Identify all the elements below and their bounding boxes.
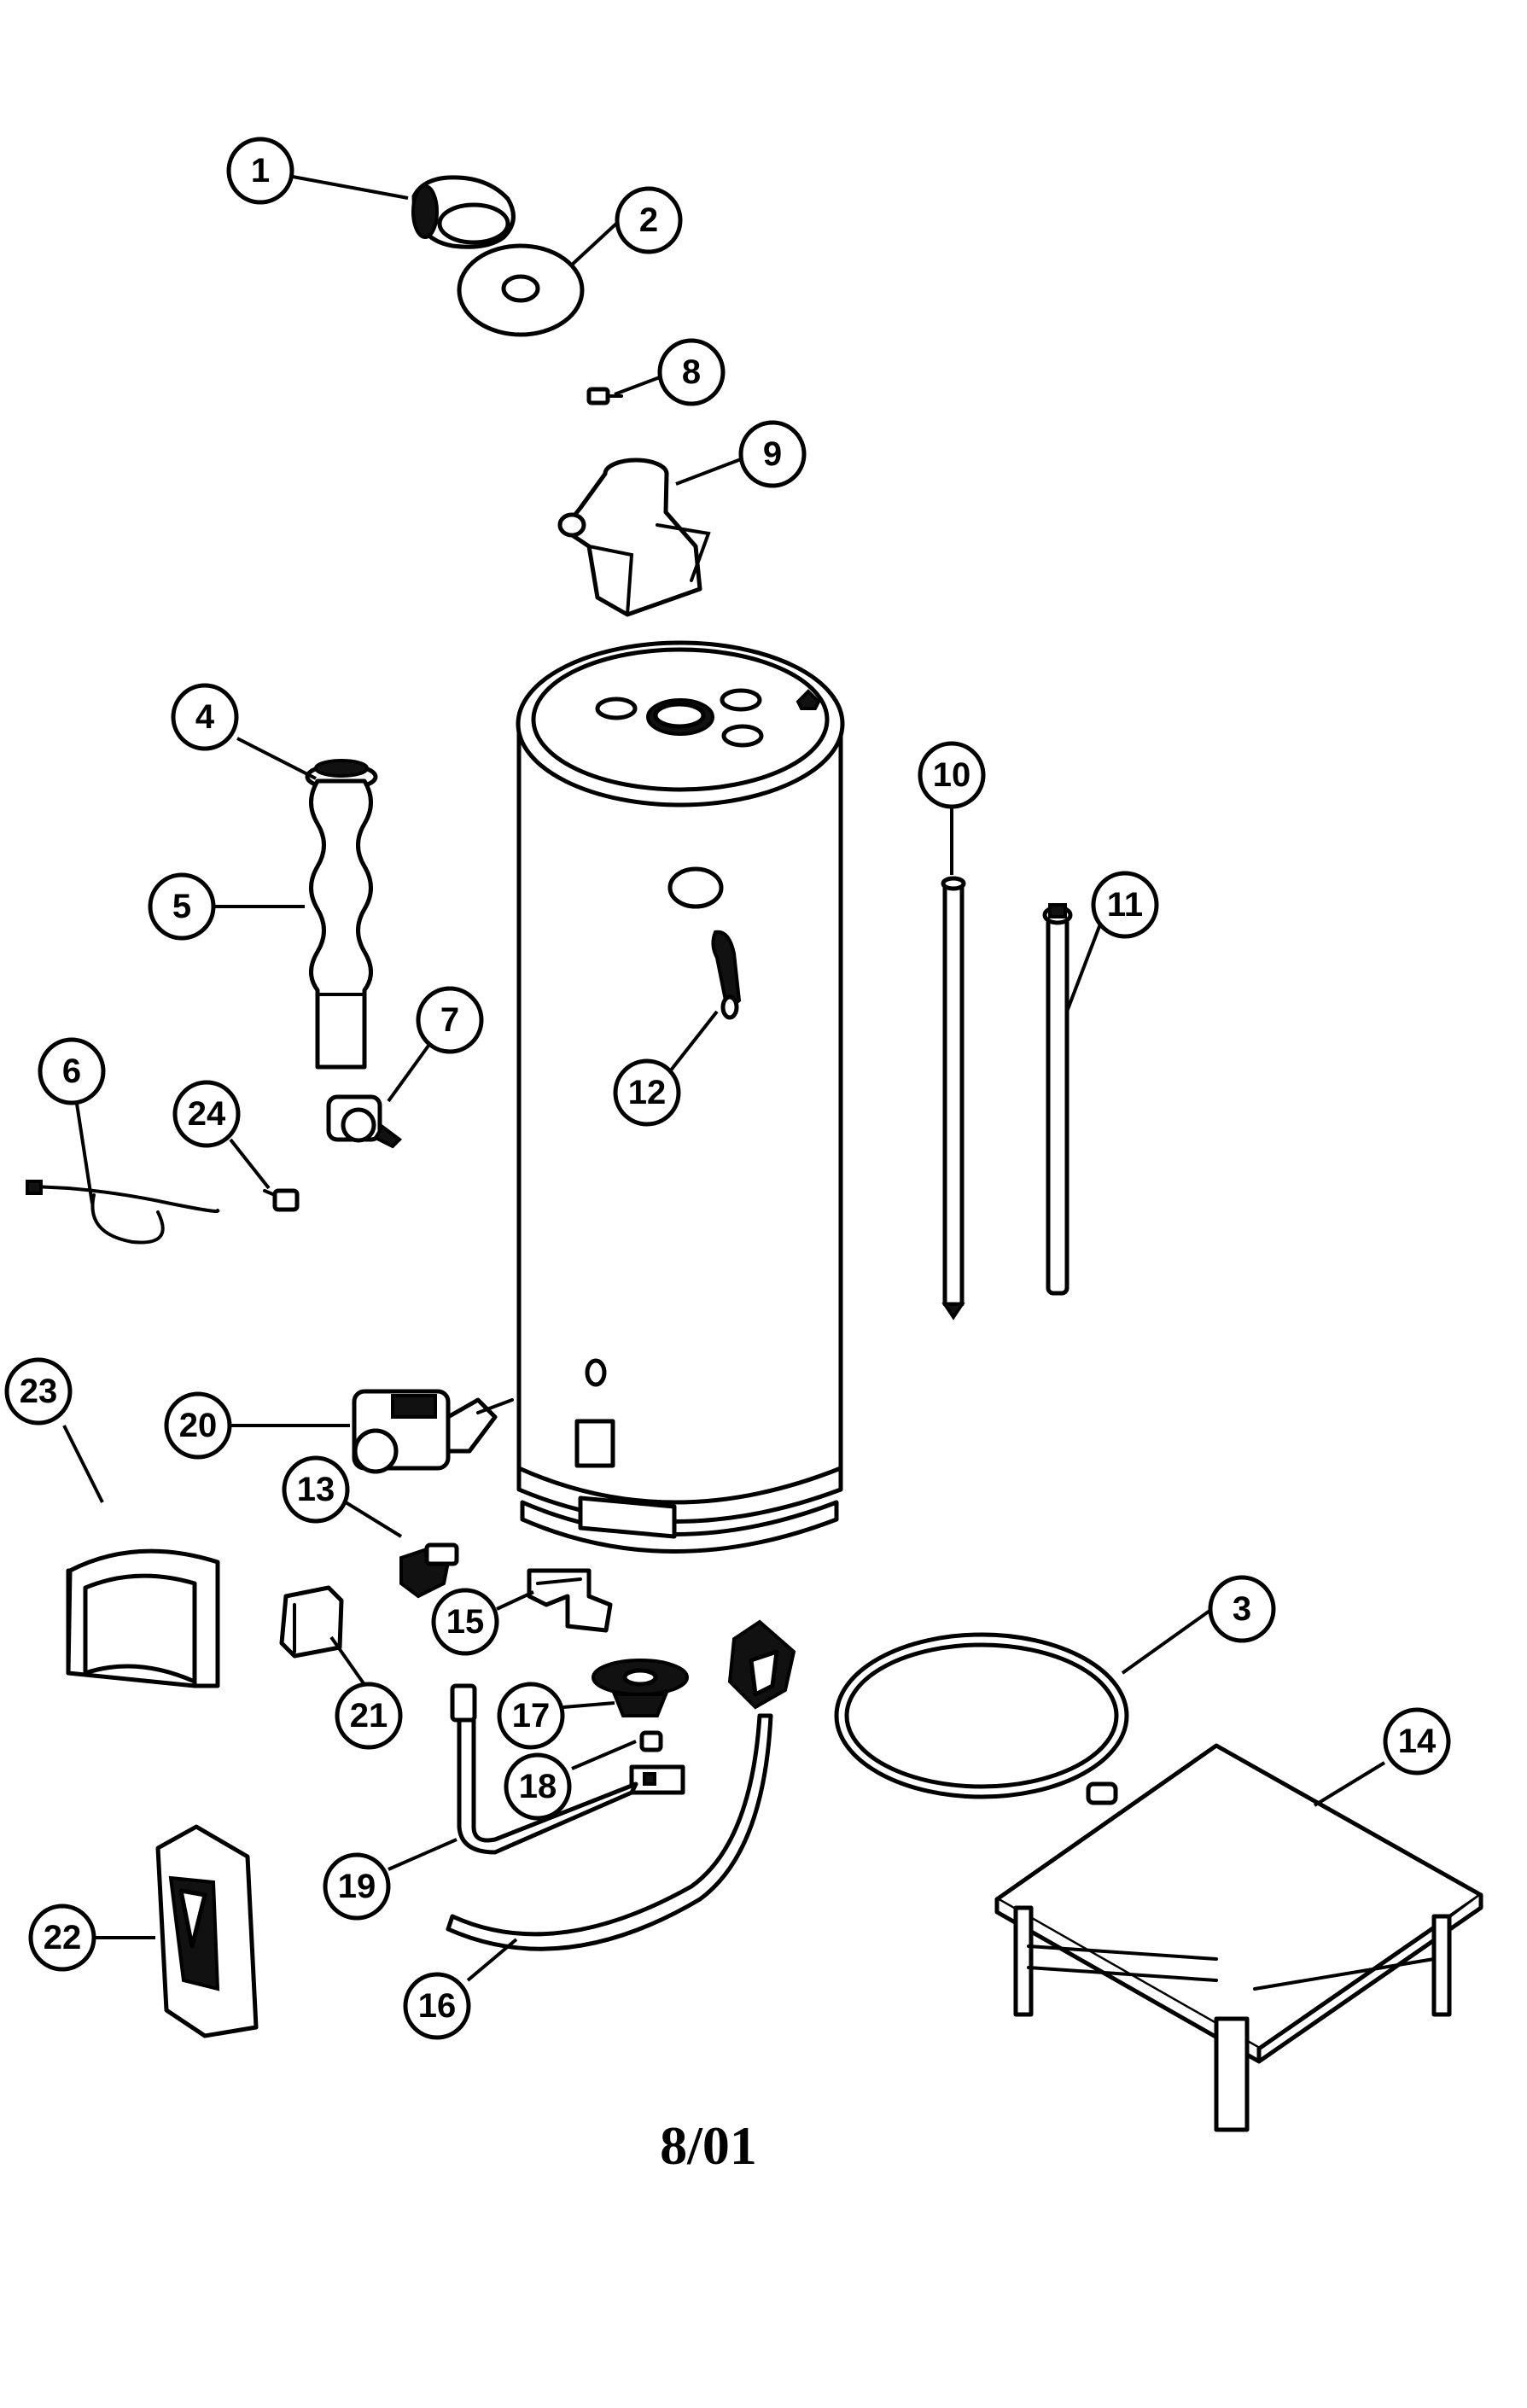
callout-label: 22 [44,1919,82,1956]
callout-9: 9 [738,420,807,488]
callout-label: 6 [62,1052,81,1090]
callout-18: 18 [504,1752,572,1821]
part-19-manifold-tube [450,1683,638,1855]
callout-6: 6 [38,1037,106,1105]
leader-lines [62,175,1386,1982]
part-16-pilot-tube [446,1619,796,1951]
callout-label: 4 [195,698,215,736]
callout-label: 23 [20,1373,58,1410]
callout-3: 3 [1208,1575,1276,1643]
callout-22: 22 [28,1904,96,1972]
callout-label: 5 [172,888,191,925]
callout-11: 11 [1091,871,1159,939]
water-heater-tank [516,640,845,1554]
part-9-flue-assembly [557,458,711,617]
part-14-stand [994,1743,1483,2132]
part-10-anode-rod [941,876,966,1321]
part-5-flex-connector [309,778,373,1070]
callout-21: 21 [335,1682,403,1750]
callout-label: 21 [350,1697,388,1735]
callout-20: 20 [164,1391,232,1460]
revision-date: 8/01 [660,2115,757,2176]
callout-label: 3 [1233,1590,1251,1628]
callout-1: 1 [226,137,294,205]
callout-label: 7 [440,1001,459,1039]
callout-label: 8 [682,353,701,391]
part-11-dip-tube [1042,903,1073,1296]
part-6-wire [26,1180,220,1245]
callout-17: 17 [497,1682,565,1750]
callout-label: 2 [639,201,658,239]
callout-16: 16 [403,1972,471,2040]
part-3-band [834,1632,1129,1805]
part-23-access-door [66,1548,220,1688]
callout-label: 19 [338,1868,376,1905]
callout-23: 23 [4,1357,73,1426]
callout-label: 15 [446,1603,485,1641]
callout-label: 24 [188,1095,226,1133]
callout-24: 24 [172,1080,241,1148]
callout-15: 15 [431,1588,499,1656]
callout-label: 18 [519,1768,557,1805]
part-21-bracket [279,1585,344,1659]
callout-label: 13 [297,1471,335,1508]
part-12-drain-valve [711,930,742,1020]
callout-19: 19 [323,1852,391,1921]
callout-label: 17 [512,1697,551,1735]
callout-8: 8 [657,338,726,406]
part-8-screw [586,387,623,405]
part-20-gas-valve [352,1389,514,1474]
callout-2: 2 [615,186,683,254]
callout-4: 4 [171,683,239,751]
part-17-burner [592,1659,689,1717]
part-15-bracket [527,1568,613,1633]
part-7-thermostat [326,1094,403,1149]
callout-12: 12 [613,1058,681,1127]
callout-13: 13 [282,1455,350,1524]
part-2-draft-hood [457,243,585,337]
part-22-outer-door [155,1824,259,2038]
callout-label: 14 [1398,1723,1437,1760]
callout-label: 1 [251,152,270,189]
callout-label: 16 [418,1987,457,2025]
part-13-fitting [399,1542,459,1599]
callout-5: 5 [148,872,216,941]
callout-label: 9 [763,435,782,473]
callout-label: 12 [628,1074,667,1111]
part-24-screw [263,1188,300,1212]
callout-10: 10 [918,741,986,809]
callout-14: 14 [1383,1707,1451,1775]
callout-label: 11 [1107,886,1143,924]
part-18-orifice [629,1730,685,1795]
callout-7: 7 [416,986,484,1054]
callout-label: 10 [933,756,971,794]
part-1-vent-elbow [411,175,516,249]
callout-label: 20 [179,1407,218,1444]
